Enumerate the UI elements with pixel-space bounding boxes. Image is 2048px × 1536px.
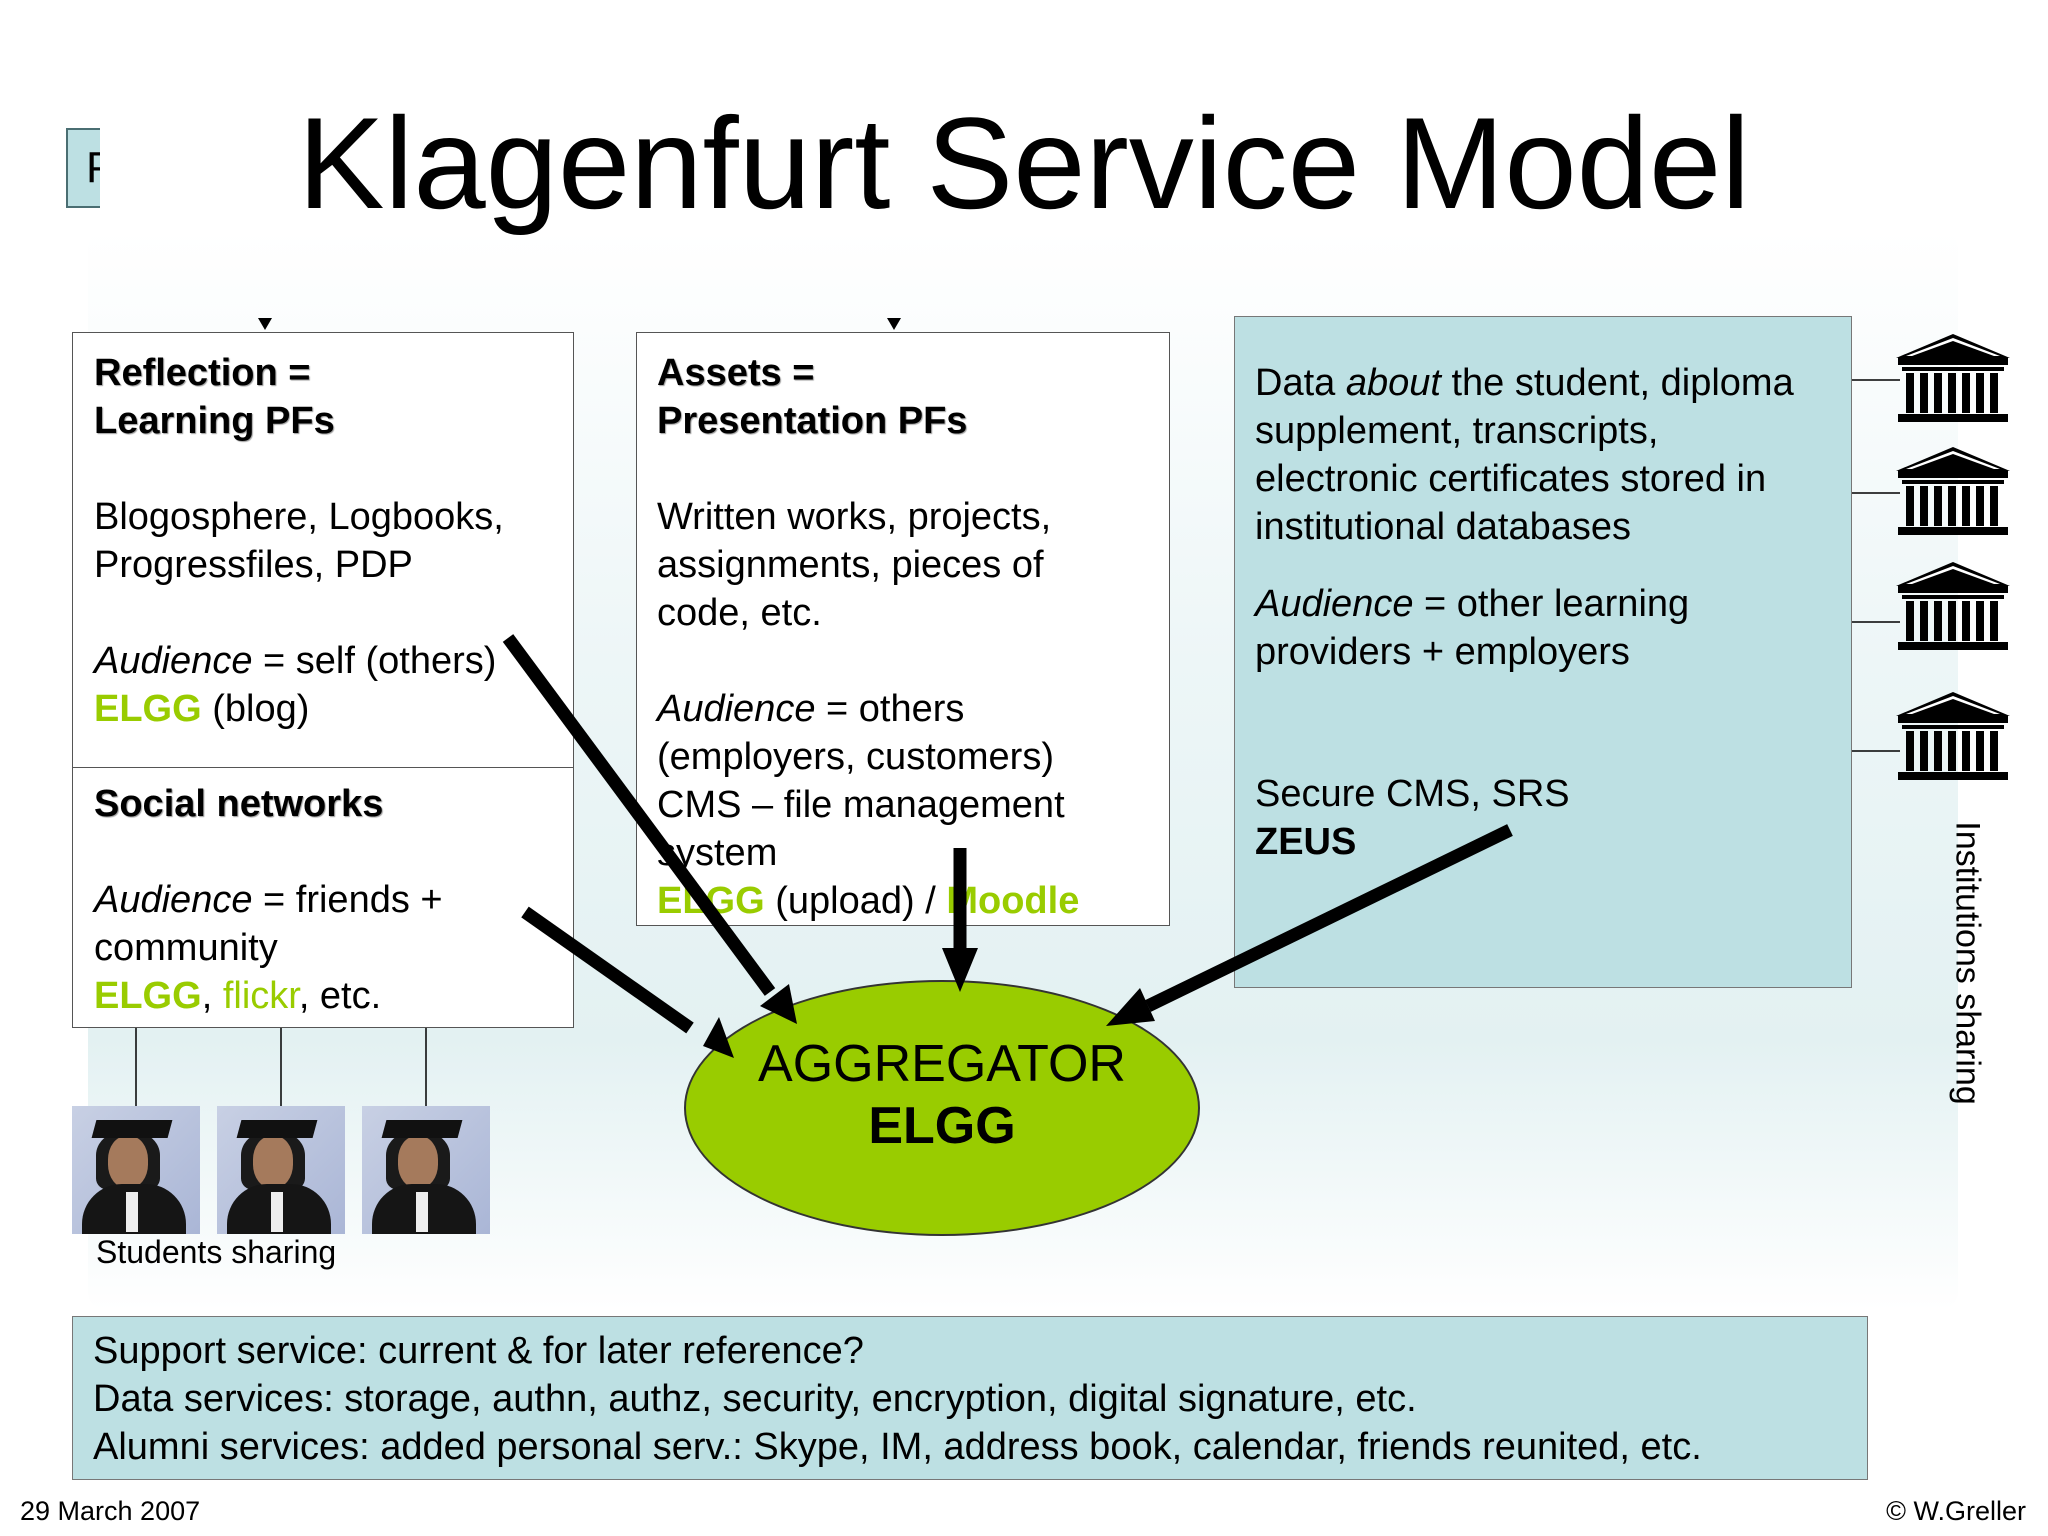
- reflection-heading-1: Reflection =: [94, 352, 311, 394]
- social-audience: Audience = friends +: [94, 879, 443, 921]
- institutional-line-3: electronic certificates stored in: [1255, 458, 1767, 500]
- assets-heading-2: Presentation PFs: [657, 400, 968, 442]
- reflection-tool: ELGG (blog): [94, 688, 310, 730]
- support-line-1: Support service: current & for later ref…: [93, 1330, 864, 1372]
- reflection-box: Reflection = Learning PFs Blogosphere, L…: [72, 332, 574, 768]
- reflection-items-2: Progressfiles, PDP: [94, 544, 413, 586]
- top-marker-1: [258, 318, 272, 330]
- institution-building-icon-2: [1896, 447, 2010, 535]
- assets-tools: ELGG (upload) / Moodle: [657, 880, 1080, 922]
- assets-items-1: Written works, projects,: [657, 496, 1052, 538]
- arrow-institutional-head: [1106, 988, 1155, 1026]
- social-tools: ELGG, flickr, etc.: [94, 975, 382, 1017]
- institutional-audience-2: providers + employers: [1255, 631, 1630, 673]
- assets-audience-2: (employers, customers): [657, 736, 1054, 778]
- arrow-reflection-shaft: [502, 634, 776, 996]
- institutional-audience: Audience = other learning: [1255, 583, 1690, 625]
- support-line-2: Data services: storage, authn, authz, se…: [93, 1378, 1417, 1420]
- hidden-tab: P: [66, 128, 100, 208]
- top-marker-2: [887, 318, 901, 330]
- arrow-reflection-head: [760, 984, 797, 1024]
- institutional-line-1: Data about the student, diploma: [1255, 362, 1794, 404]
- support-line-3: Alumni services: added personal serv.: S…: [93, 1426, 1702, 1468]
- reflection-items-1: Blogosphere, Logbooks,: [94, 496, 504, 538]
- footer-copyright: © W.Greller: [1886, 1496, 2026, 1526]
- assets-items-3: code, etc.: [657, 592, 822, 634]
- social-audience-2: community: [94, 927, 278, 969]
- institutional-system: ZEUS: [1255, 821, 1357, 863]
- arrow-social-head: [703, 1017, 734, 1058]
- arrow-assets-head: [942, 948, 978, 992]
- social-heading: Social networks: [94, 783, 384, 825]
- page-title: Klagenfurt Service Model: [297, 90, 1751, 236]
- aggregator-label: AGGREGATOR: [758, 1035, 1126, 1093]
- institutional-box: Data about the student, diploma suppleme…: [1234, 316, 1852, 988]
- arrow-social-shaft: [521, 906, 694, 1034]
- footer-date: 29 March 2007: [20, 1496, 201, 1526]
- aggregator-system: ELGG: [868, 1097, 1016, 1155]
- institutional-line-2: supplement, transcripts,: [1255, 410, 1659, 452]
- assets-items-2: assignments, pieces of: [657, 544, 1044, 586]
- social-networks-box: Social networks Audience = friends + com…: [72, 767, 574, 1028]
- institutional-line-4: institutional databases: [1255, 506, 1632, 548]
- support-services-box: Support service: current & for later ref…: [72, 1316, 1868, 1480]
- student-photo-2: [217, 1106, 345, 1234]
- institution-building-icon-3: [1896, 562, 2010, 650]
- reflection-heading-2: Learning PFs: [94, 400, 335, 442]
- institutional-secure: Secure CMS, SRS: [1255, 773, 1570, 815]
- assets-cms-1: CMS – file management: [657, 784, 1065, 826]
- assets-box: Assets = Presentation PFs Written works,…: [636, 332, 1170, 926]
- institution-building-icon-1: [1896, 334, 2010, 422]
- institution-building-icon-4: [1896, 692, 2010, 780]
- students-caption: Students sharing: [96, 1234, 337, 1270]
- student-photo-1: [72, 1106, 200, 1234]
- assets-heading-1: Assets =: [657, 352, 815, 394]
- arrow-institutional-shaft: [1145, 824, 1513, 1012]
- reflection-audience: Audience = self (others): [94, 640, 497, 682]
- assets-audience: Audience = others: [657, 688, 965, 730]
- student-photo-3: [362, 1106, 490, 1234]
